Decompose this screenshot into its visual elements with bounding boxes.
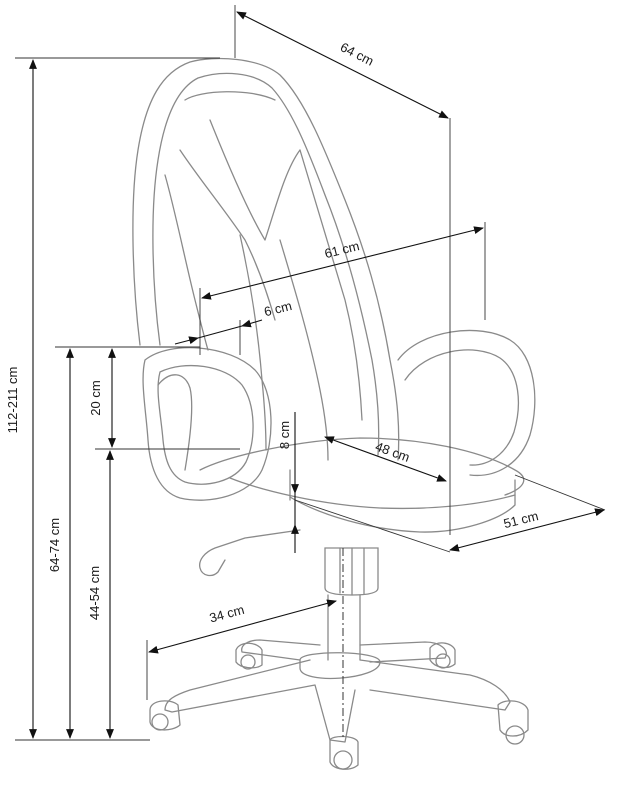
label-depth-top: 64 cm xyxy=(338,39,376,68)
caster-back-left xyxy=(235,642,263,670)
backrest-panel-top xyxy=(184,91,276,101)
right-armrest xyxy=(397,329,536,477)
seat-width-line xyxy=(449,508,605,552)
base-radius-line xyxy=(148,599,337,654)
label-arm-floor-height: 64-74 cm xyxy=(47,518,62,572)
chair-drawing xyxy=(132,57,536,770)
backrest-panel-right xyxy=(299,149,363,421)
left-armrest-pad xyxy=(157,374,193,471)
caster-right xyxy=(497,700,529,745)
backrest-panel-v xyxy=(209,119,301,241)
label-total-height: 112-211 cm xyxy=(5,367,20,434)
label-seat-thickness: 8 cm xyxy=(277,421,292,449)
gas-cylinder xyxy=(327,594,361,661)
left-armrest-inner xyxy=(157,364,254,485)
seat-bottom xyxy=(289,479,516,533)
seat-front xyxy=(229,477,516,510)
dimension-labels: 112-211 cm 64 cm 61 cm 6 cm 20 cm 8 cm 4… xyxy=(5,39,540,625)
left-armrest xyxy=(142,347,272,501)
depth-top-line xyxy=(236,11,449,119)
label-arm-height: 20 cm xyxy=(88,380,103,415)
dimension-lines xyxy=(15,5,606,741)
label-seat-depth: 48 cm xyxy=(373,439,411,465)
base-hub xyxy=(299,652,381,680)
caster-left xyxy=(149,700,181,731)
right-armrest-inner xyxy=(404,349,519,466)
label-base-radius: 34 cm xyxy=(208,602,246,626)
label-seat-floor-height: 44-54 cm xyxy=(87,566,102,620)
tilt-lever xyxy=(199,529,301,577)
label-width-arms: 61 cm xyxy=(323,238,361,261)
base-star xyxy=(164,639,511,743)
label-arm-width: 6 cm xyxy=(262,298,293,319)
caster-front xyxy=(329,735,359,770)
backrest-side-wing xyxy=(164,174,209,351)
seat-depth-line xyxy=(324,436,447,482)
caster-back-right xyxy=(429,642,456,669)
width-arms-line xyxy=(201,226,484,300)
